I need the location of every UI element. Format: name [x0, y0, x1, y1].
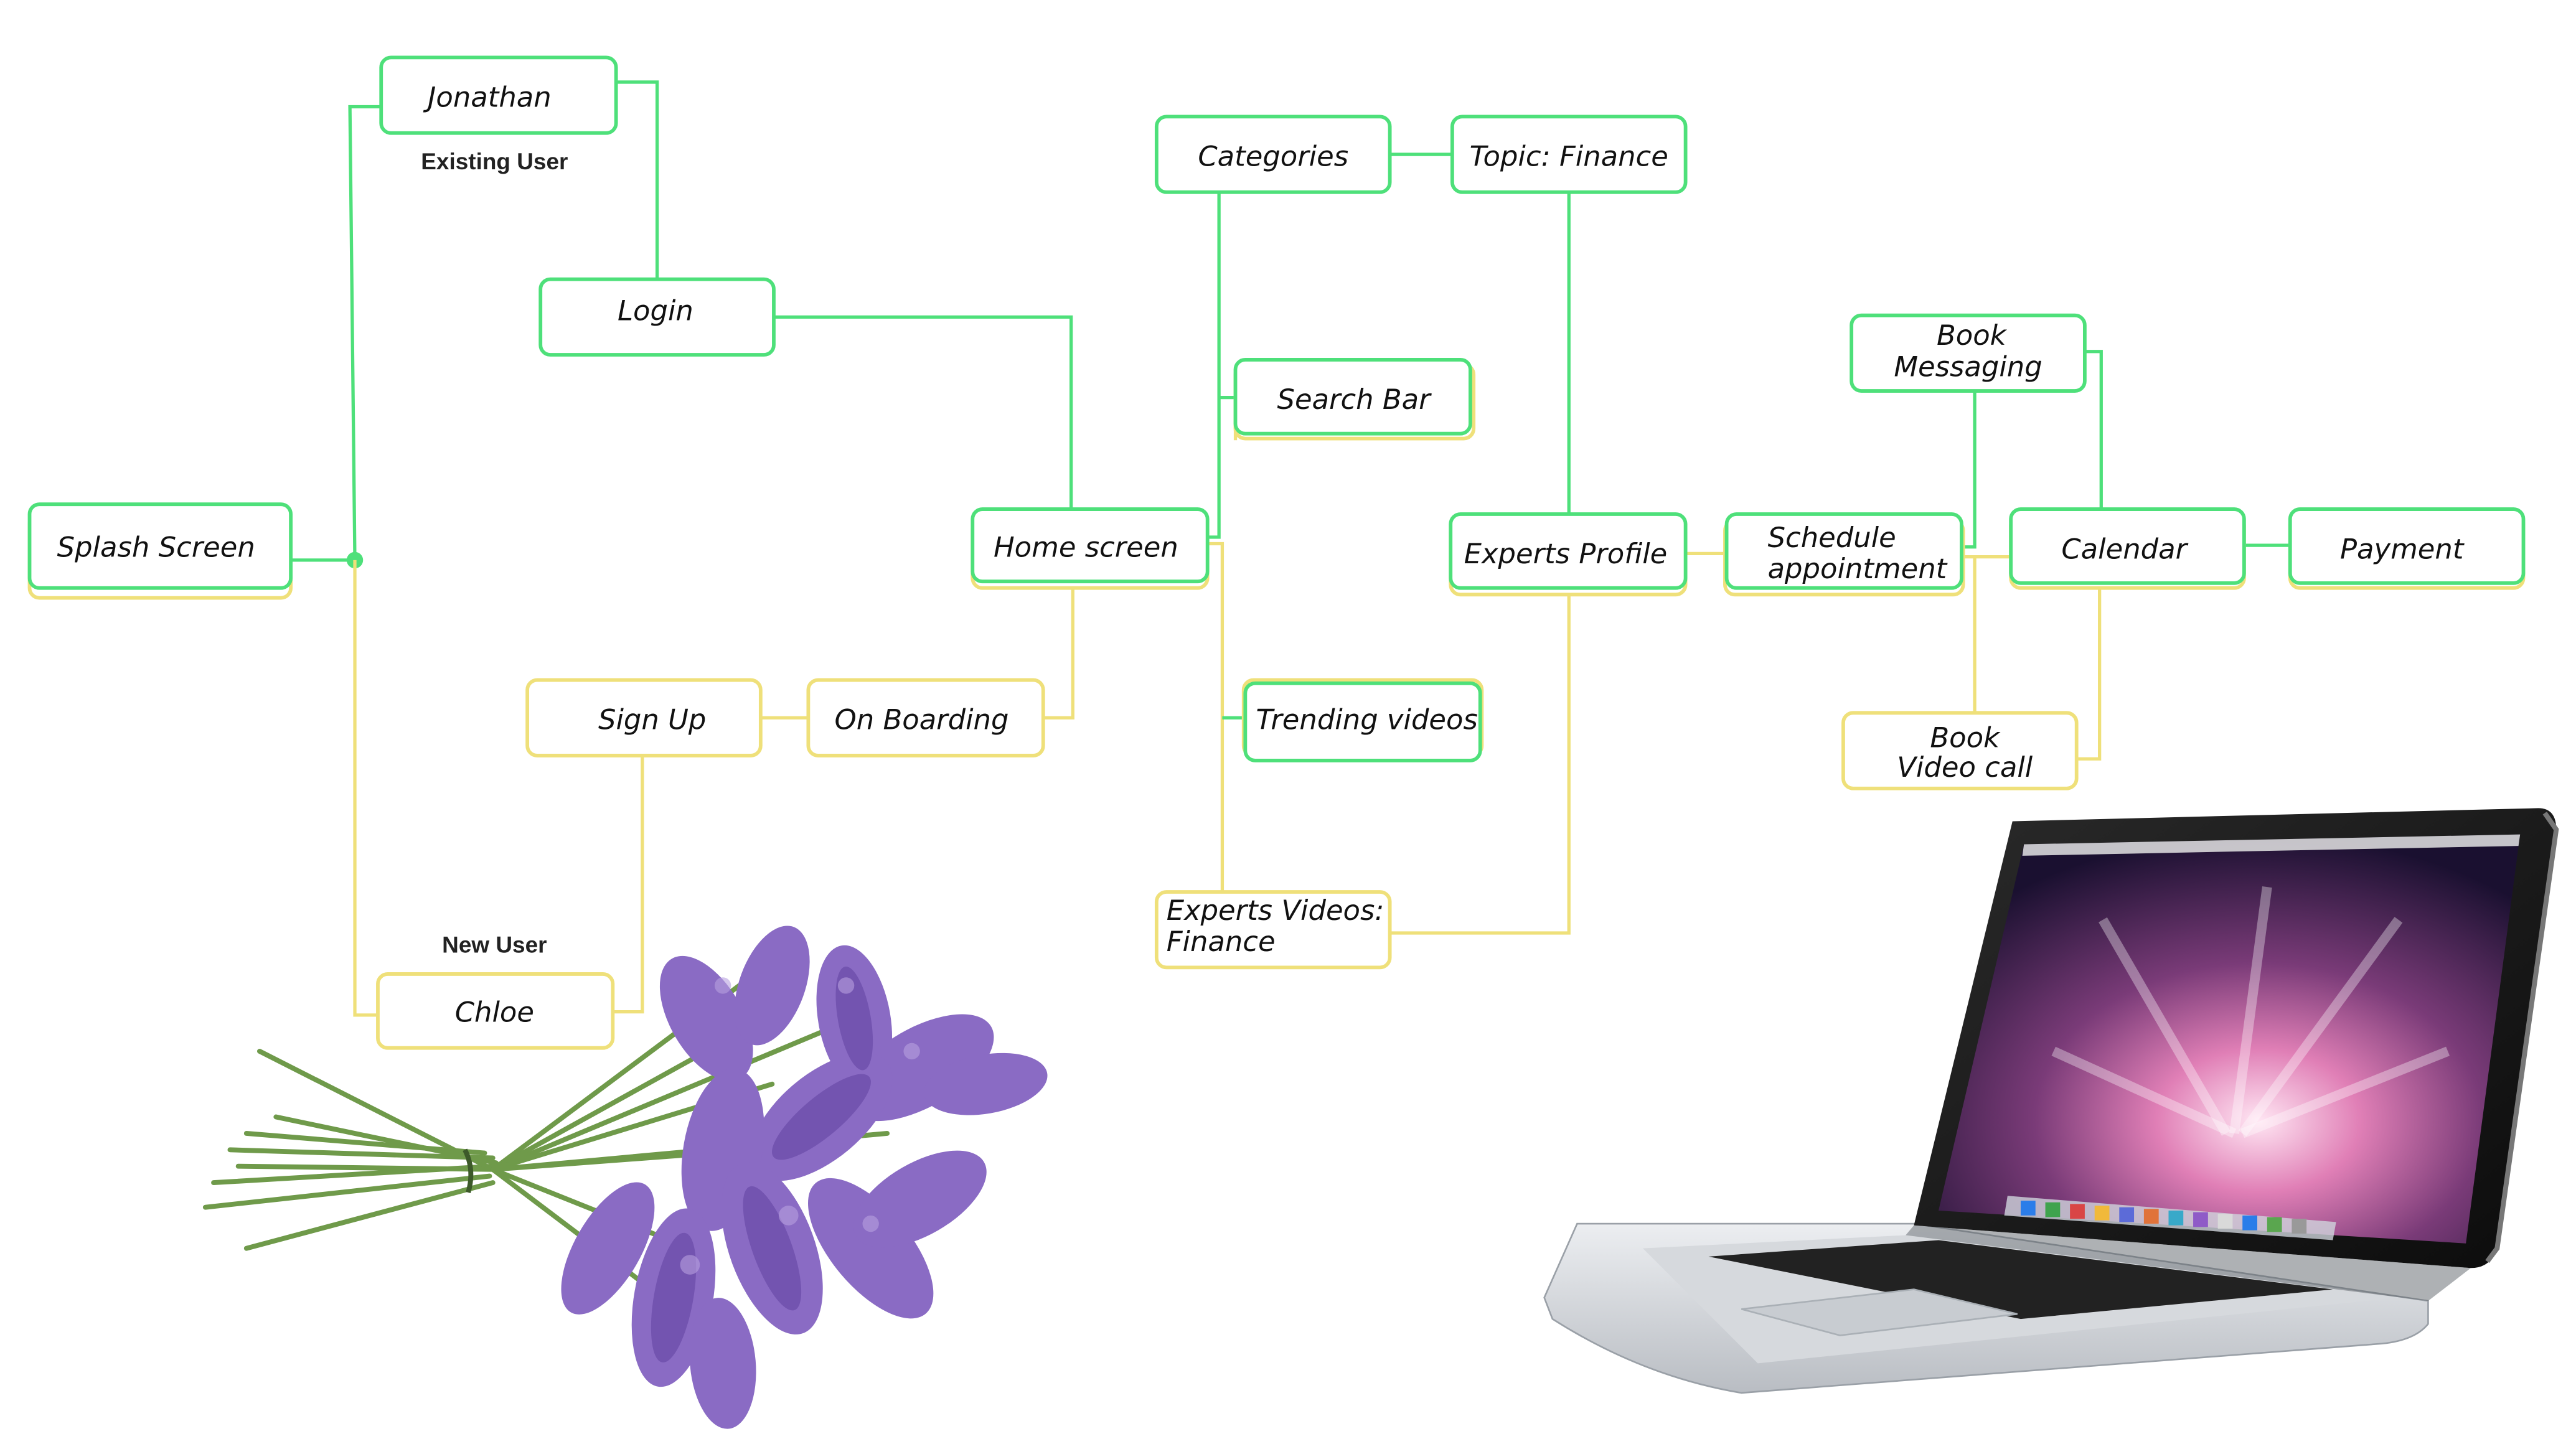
- node-search-bar[interactable]: Search Bar: [1233, 358, 1476, 441]
- node-label-line-2: Video call: [1897, 751, 2033, 784]
- node-label: Chloe: [455, 995, 534, 1028]
- node-splash-screen[interactable]: Splash Screen: [27, 502, 293, 600]
- connectors: [291, 80, 2290, 1017]
- node-payment[interactable]: Payment: [2288, 507, 2526, 590]
- node-label-line-2: appointment: [1768, 552, 1948, 585]
- node-book-video-call[interactable]: Book Video call: [1841, 711, 2079, 790]
- node-label: On Boarding: [834, 703, 1008, 736]
- caption-existing-user: Existing User: [421, 149, 568, 174]
- connector-schedule-messaging: [1961, 391, 1977, 549]
- node-trending-videos[interactable]: Trending videos: [1241, 678, 1484, 762]
- connector-trunk-chloe: [353, 560, 378, 1017]
- node-label-line-1: Book: [1937, 319, 2008, 352]
- node-label: Calendar: [2061, 532, 2188, 565]
- node-on-boarding[interactable]: On Boarding: [806, 678, 1045, 757]
- node-label-line-2: Finance: [1167, 925, 1276, 958]
- connector-onboarding-home: [1043, 588, 1074, 720]
- connector-jonathan-login: [616, 80, 659, 279]
- node-label: Topic: Finance: [1470, 140, 1668, 173]
- node-topic-finance[interactable]: Topic: Finance: [1450, 115, 1688, 194]
- laptop-image: [1543, 808, 2559, 1394]
- node-label: Sign Up: [598, 703, 706, 736]
- node-label: Search Bar: [1277, 383, 1432, 416]
- node-calendar[interactable]: Calendar: [2009, 507, 2246, 590]
- connector-videos-profile: [1389, 594, 1571, 935]
- node-sign-up[interactable]: Sign Up: [525, 678, 763, 757]
- caption-new-user: New User: [442, 932, 547, 958]
- node-label: Jonathan: [423, 81, 552, 114]
- node-label-line-1: Book: [1930, 721, 2001, 754]
- node-book-messaging[interactable]: Book Messaging: [1850, 313, 2087, 393]
- node-label: Trending videos: [1256, 703, 1477, 736]
- node-chloe[interactable]: Chloe: [376, 972, 615, 1050]
- node-login[interactable]: Login: [538, 277, 776, 357]
- node-schedule-appointment[interactable]: Schedule appointment: [1723, 512, 1965, 597]
- node-label: Login: [618, 294, 693, 327]
- connector-messaging-calendar: [2084, 350, 2103, 510]
- node-home-screen[interactable]: Home screen: [971, 507, 1210, 590]
- node-experts-videos[interactable]: Experts Videos: Finance: [1154, 890, 1392, 970]
- connector-home-categories: [1207, 194, 1221, 539]
- node-experts-profile[interactable]: Experts Profile: [1449, 512, 1688, 597]
- node-categories[interactable]: Categories: [1154, 115, 1392, 194]
- node-label: Payment: [2340, 532, 2465, 565]
- node-label-line-1: Schedule: [1768, 521, 1896, 554]
- lavender-bouquet-image: [202, 926, 1048, 1429]
- connector-trunk-jonathan: [348, 105, 382, 560]
- node-label: Splash Screen: [57, 531, 255, 564]
- connector-video-calendar: [2076, 588, 2102, 761]
- node-label: Experts Profile: [1464, 537, 1668, 570]
- connector-home-videos: [1207, 542, 1225, 892]
- node-label: Categories: [1198, 140, 1348, 173]
- node-label-line-2: Messaging: [1894, 350, 2042, 383]
- node-label-line-1: Experts Videos:: [1167, 894, 1384, 927]
- connector-chloe-signup: [613, 757, 644, 1014]
- connector-login-home: [773, 315, 1073, 510]
- node-label: Home screen: [994, 531, 1178, 564]
- node-jonathan[interactable]: Jonathan: [379, 55, 618, 135]
